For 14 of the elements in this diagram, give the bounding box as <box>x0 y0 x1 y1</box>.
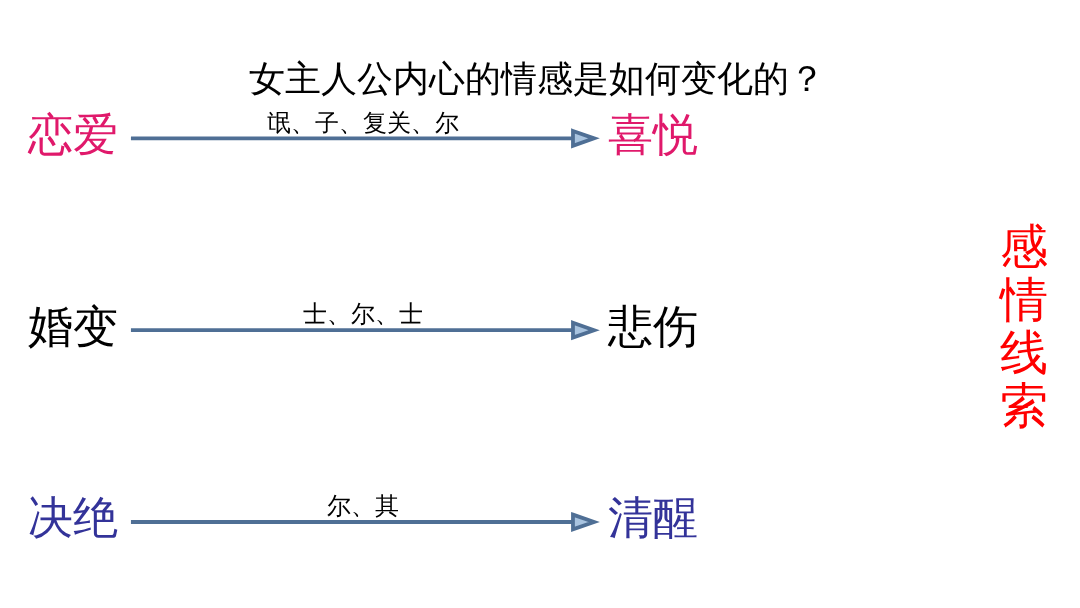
node-text: 恋爱 <box>27 107 118 161</box>
arrow <box>130 511 600 532</box>
arrow <box>130 319 600 340</box>
label: 感情线索 <box>999 217 1048 433</box>
diagram-title: 女主人公内心的情感是如何变化的？ <box>249 56 826 100</box>
node-text: 喜悦 <box>607 107 698 161</box>
node-text: 决绝 <box>27 490 118 544</box>
arrow <box>130 127 600 148</box>
edge-label: 尔、其 <box>326 491 399 520</box>
node-text: 清醒 <box>607 490 698 544</box>
edge-label: 士、尔、士 <box>302 299 423 328</box>
node-text: 婚变 <box>27 299 118 352</box>
node-text: 悲伤 <box>607 299 698 352</box>
edge-label: 氓、子、复关、尔 <box>266 108 459 136</box>
